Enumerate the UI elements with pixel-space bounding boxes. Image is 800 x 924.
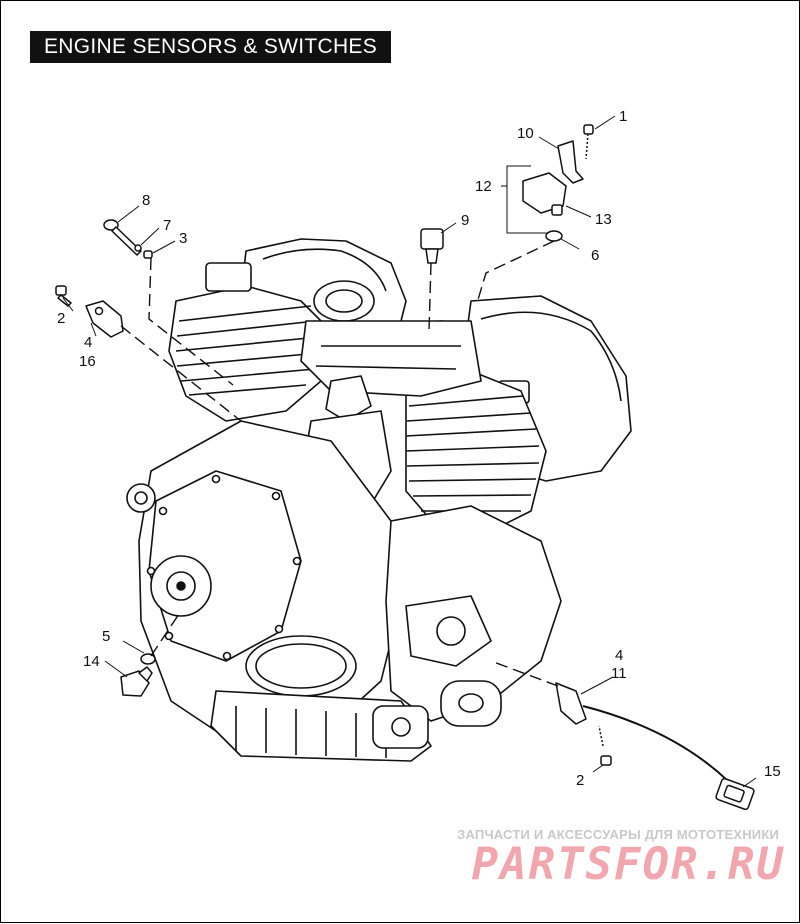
callout-16: 16 [79,353,96,370]
callout-2-left: 2 [57,310,65,327]
callout-labels: 1 10 12 13 9 6 8 7 3 2 4 16 5 14 4 11 2 … [57,108,781,789]
washer-part-7 [134,244,142,252]
callout-5: 5 [102,628,110,645]
speed-sensor-part-11 [555,682,729,782]
callout-15: 15 [764,763,781,780]
callout-7: 7 [163,217,171,234]
callout-8: 8 [142,192,150,209]
bracket-part-10 [557,140,584,184]
switch-part-14 [120,666,153,697]
sensor-part-16 [85,300,124,338]
pressure-switch-part-9 [420,228,444,264]
seal-part-3 [143,250,153,259]
callout-9: 9 [461,212,469,229]
callout-10: 10 [517,125,534,142]
callout-11: 11 [611,665,627,682]
bolt-part-8 [103,219,142,256]
watermark-caption: ЗАПЧАСТИ И АКСЕССУАРЫ ДЛЯ МОТОТЕХНИКИ [457,827,779,842]
screw-part-2-left [55,285,72,307]
callout-2-right: 2 [576,772,584,789]
callout-12: 12 [475,178,492,195]
leader-lines [62,115,757,788]
assembly-dashed-lines [120,240,559,687]
o-ring-part-5 [140,653,156,665]
page-title: ENGINE SENSORS & SWITCHES [30,31,392,63]
callout-4-left: 4 [84,334,92,351]
callout-14: 14 [83,653,100,670]
callout-6: 6 [591,247,599,264]
callout-3: 3 [179,230,187,247]
screw-part-1 [583,124,594,160]
engine-drawing [126,238,632,762]
callout-13: 13 [595,211,612,228]
watermark-logo: PARTSFOR.RU [471,839,785,890]
screw-part-2-right [598,725,612,766]
callout-4-right: 4 [615,647,623,664]
map-sensor-part-13 [522,172,567,214]
callout-1: 1 [619,108,627,125]
